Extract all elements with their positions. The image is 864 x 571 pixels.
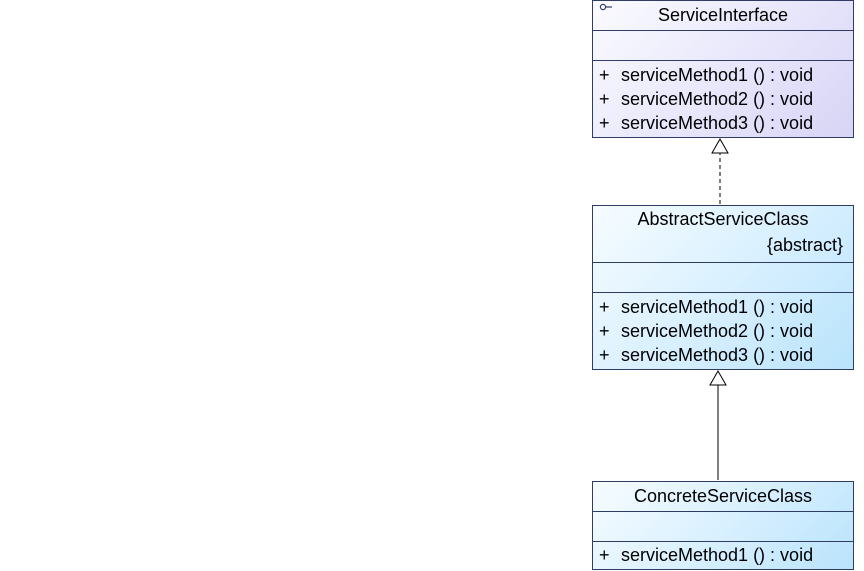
operation-signature: serviceMethod2 () : void bbox=[621, 321, 814, 341]
attributes-compartment bbox=[593, 30, 853, 60]
visibility-marker: + bbox=[599, 345, 610, 365]
operation-row[interactable]: + serviceMethod2 () : void bbox=[593, 319, 853, 343]
attributes-compartment bbox=[593, 511, 853, 541]
operation-row[interactable]: + serviceMethod1 () : void bbox=[593, 295, 853, 319]
visibility-marker: + bbox=[599, 321, 610, 341]
operation-signature: serviceMethod3 () : void bbox=[621, 113, 814, 133]
operations-compartment: + serviceMethod1 () : void + serviceMeth… bbox=[593, 60, 853, 135]
class-name: ConcreteServiceClass bbox=[633, 486, 813, 506]
class-abstract-service-class[interactable]: AbstractServiceClass {abstract} + servic… bbox=[592, 205, 854, 370]
class-name: ServiceInterface bbox=[657, 5, 789, 25]
operation-signature: serviceMethod1 () : void bbox=[621, 65, 814, 85]
class-service-interface[interactable]: ServiceInterface + serviceMethod1 () : v… bbox=[592, 0, 854, 138]
operation-signature: serviceMethod1 () : void bbox=[621, 545, 814, 565]
class-name-compartment: AbstractServiceClass {abstract} bbox=[593, 206, 853, 262]
visibility-marker: + bbox=[599, 113, 610, 133]
realization-connector[interactable] bbox=[711, 137, 729, 204]
visibility-marker: + bbox=[599, 297, 610, 317]
operation-signature: serviceMethod2 () : void bbox=[621, 89, 814, 109]
visibility-marker: + bbox=[599, 545, 610, 565]
class-name: AbstractServiceClass bbox=[637, 209, 809, 229]
operation-signature: serviceMethod3 () : void bbox=[621, 345, 814, 365]
operation-row[interactable]: + serviceMethod2 () : void bbox=[593, 87, 853, 111]
class-concrete-service-class[interactable]: ConcreteServiceClass + serviceMethod1 ()… bbox=[592, 481, 854, 570]
interface-lollipop-icon bbox=[599, 3, 612, 11]
visibility-marker: + bbox=[599, 89, 610, 109]
operations-compartment: + serviceMethod1 () : void bbox=[593, 541, 853, 567]
operation-row[interactable]: + serviceMethod1 () : void bbox=[593, 63, 853, 87]
operations-compartment: + serviceMethod1 () : void + serviceMeth… bbox=[593, 292, 853, 367]
operation-row[interactable]: + serviceMethod3 () : void bbox=[593, 343, 853, 367]
operation-row[interactable]: + serviceMethod1 () : void bbox=[593, 543, 853, 567]
class-stereotype: {abstract} bbox=[766, 235, 843, 255]
visibility-marker: + bbox=[599, 65, 610, 85]
realization-arrowhead-icon bbox=[711, 137, 729, 154]
generalization-connector[interactable] bbox=[709, 369, 727, 480]
attributes-compartment bbox=[593, 262, 853, 292]
generalization-arrowhead-icon bbox=[709, 369, 727, 386]
operation-row[interactable]: + serviceMethod3 () : void bbox=[593, 111, 853, 135]
class-name-compartment: ServiceInterface bbox=[593, 1, 853, 30]
class-name-compartment: ConcreteServiceClass bbox=[593, 482, 853, 511]
operation-signature: serviceMethod1 () : void bbox=[621, 297, 814, 317]
